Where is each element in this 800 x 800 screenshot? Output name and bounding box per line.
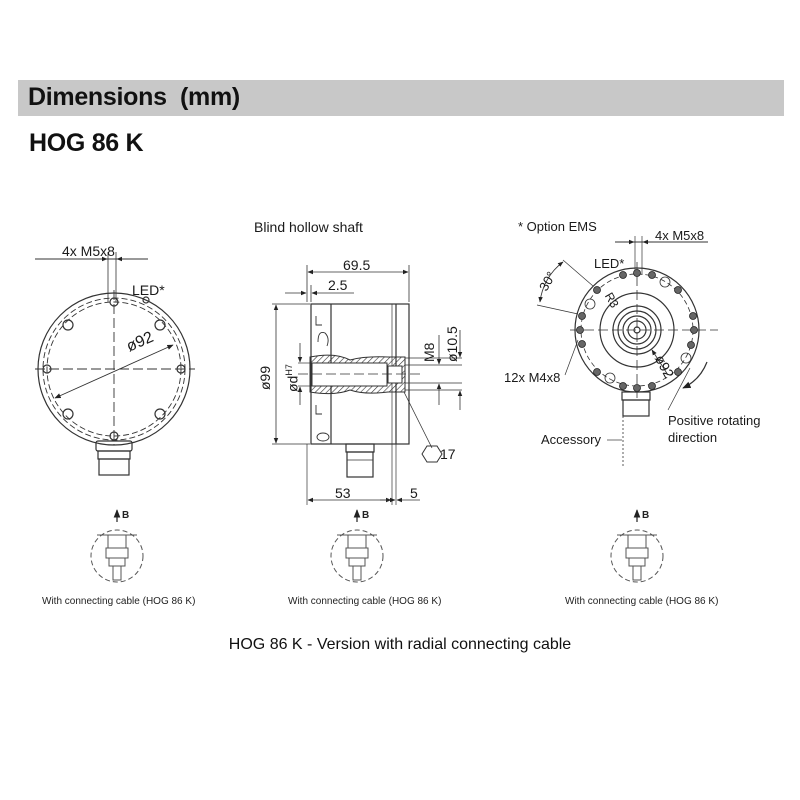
rear-view bbox=[536, 236, 718, 468]
dim-offset: 2.5 bbox=[328, 277, 348, 293]
holes-label: 12x M4x8 bbox=[504, 370, 561, 385]
detail-3-caption: With connecting cable (HOG 86 K) bbox=[565, 596, 719, 607]
figure-caption: HOG 86 K - Version with radial connectin… bbox=[228, 636, 572, 653]
front-thread-label: 4x M5x8 bbox=[62, 243, 115, 259]
dim-flange-length: 5 bbox=[410, 485, 418, 501]
detail-2-arrow-label: B bbox=[362, 510, 370, 521]
model-title: HOG 86 K bbox=[29, 129, 144, 157]
side-view bbox=[272, 265, 463, 505]
rotation-label-2: direction bbox=[668, 430, 718, 445]
section-title: Dimensions (mm) bbox=[28, 83, 240, 111]
rotation-label-1: Positive rotating bbox=[668, 413, 761, 428]
dim-length-total: 69.5 bbox=[343, 257, 371, 273]
detail-1-arrow-label: B bbox=[122, 510, 130, 521]
section-header-bar: Dimensions (mm) bbox=[18, 80, 784, 116]
detail-3-arrow-label: B bbox=[642, 510, 650, 521]
front-view bbox=[35, 252, 195, 476]
side-view-title: Blind hollow shaft bbox=[254, 219, 363, 235]
dim-body-length: 53 bbox=[335, 485, 351, 501]
option-ems-note: * Option EMS bbox=[518, 219, 597, 234]
dim-bore: ødH7 bbox=[284, 364, 301, 392]
dim-outer-diameter: ø99 bbox=[257, 365, 273, 390]
detail-views bbox=[90, 509, 664, 583]
front-led-label: LED* bbox=[132, 282, 165, 298]
detail-1-caption: With connecting cable (HOG 86 K) bbox=[42, 596, 196, 607]
detail-2-caption: With connecting cable (HOG 86 K) bbox=[288, 596, 442, 607]
bore-tolerance: H7 bbox=[284, 364, 294, 376]
dim-hex-size: 17 bbox=[440, 446, 456, 462]
rear-led-label: LED* bbox=[594, 256, 625, 271]
accessory-label: Accessory bbox=[541, 432, 601, 447]
bore-label: ød bbox=[284, 375, 301, 392]
dim-small-diameter: ø10.5 bbox=[444, 326, 460, 362]
rear-thread-label: 4x M5x8 bbox=[655, 228, 705, 243]
dim-thread: M8 bbox=[421, 342, 437, 362]
